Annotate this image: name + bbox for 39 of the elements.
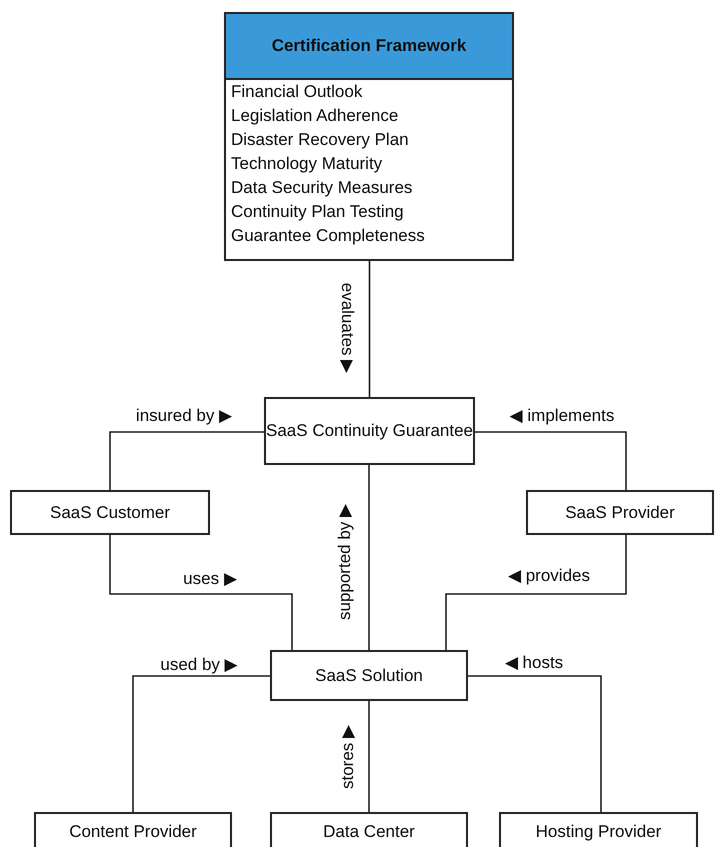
node-label: Data Center xyxy=(323,821,415,843)
edge-label: supported by ▶ xyxy=(335,504,355,620)
connector-line xyxy=(368,701,370,812)
edge-label: ◀ hosts xyxy=(504,653,564,673)
node-label: Content Provider xyxy=(69,821,197,843)
attribute-text: Disaster Recovery Plan xyxy=(230,129,410,151)
connector-line xyxy=(109,431,264,490)
connector-line xyxy=(445,535,627,650)
node-label: Hosting Provider xyxy=(536,821,662,843)
attribute-text: Legislation Adherence xyxy=(230,105,400,127)
connector-line xyxy=(368,465,370,650)
entity-box xyxy=(499,812,698,847)
entity-box xyxy=(270,650,468,701)
entity-box xyxy=(264,397,475,465)
class-box xyxy=(224,12,514,261)
attribute-text: Continuity Plan Testing xyxy=(230,201,405,223)
node-label: SaaS Continuity Guarantee xyxy=(266,420,473,442)
connector-line xyxy=(368,261,370,397)
connector-line xyxy=(109,535,293,650)
node-label: SaaS Customer xyxy=(50,502,170,524)
edge-label: ◀ provides xyxy=(508,566,590,586)
entity-box xyxy=(270,812,468,847)
entity-box xyxy=(34,812,232,847)
entity-box xyxy=(10,490,210,535)
edge-label: insured by ▶ xyxy=(136,406,232,426)
entity-box xyxy=(526,490,714,535)
attribute-text: Data Security Measures xyxy=(230,177,414,199)
attribute-text: Guarantee Completeness xyxy=(230,225,426,247)
edge-label: evaluates ▶ xyxy=(337,282,357,374)
attribute-text: Technology Maturity xyxy=(230,153,384,175)
connector-line xyxy=(475,431,627,490)
class-header: Certification Framework xyxy=(226,14,512,80)
node-label: SaaS Provider xyxy=(565,502,675,524)
node-label: SaaS Solution xyxy=(315,664,423,686)
connector-line xyxy=(468,675,602,812)
attribute-text: Financial Outlook xyxy=(230,81,364,103)
edge-label: ◀ implements xyxy=(510,406,614,426)
connector-line xyxy=(132,675,270,812)
edge-label: used by ▶ xyxy=(160,655,238,675)
